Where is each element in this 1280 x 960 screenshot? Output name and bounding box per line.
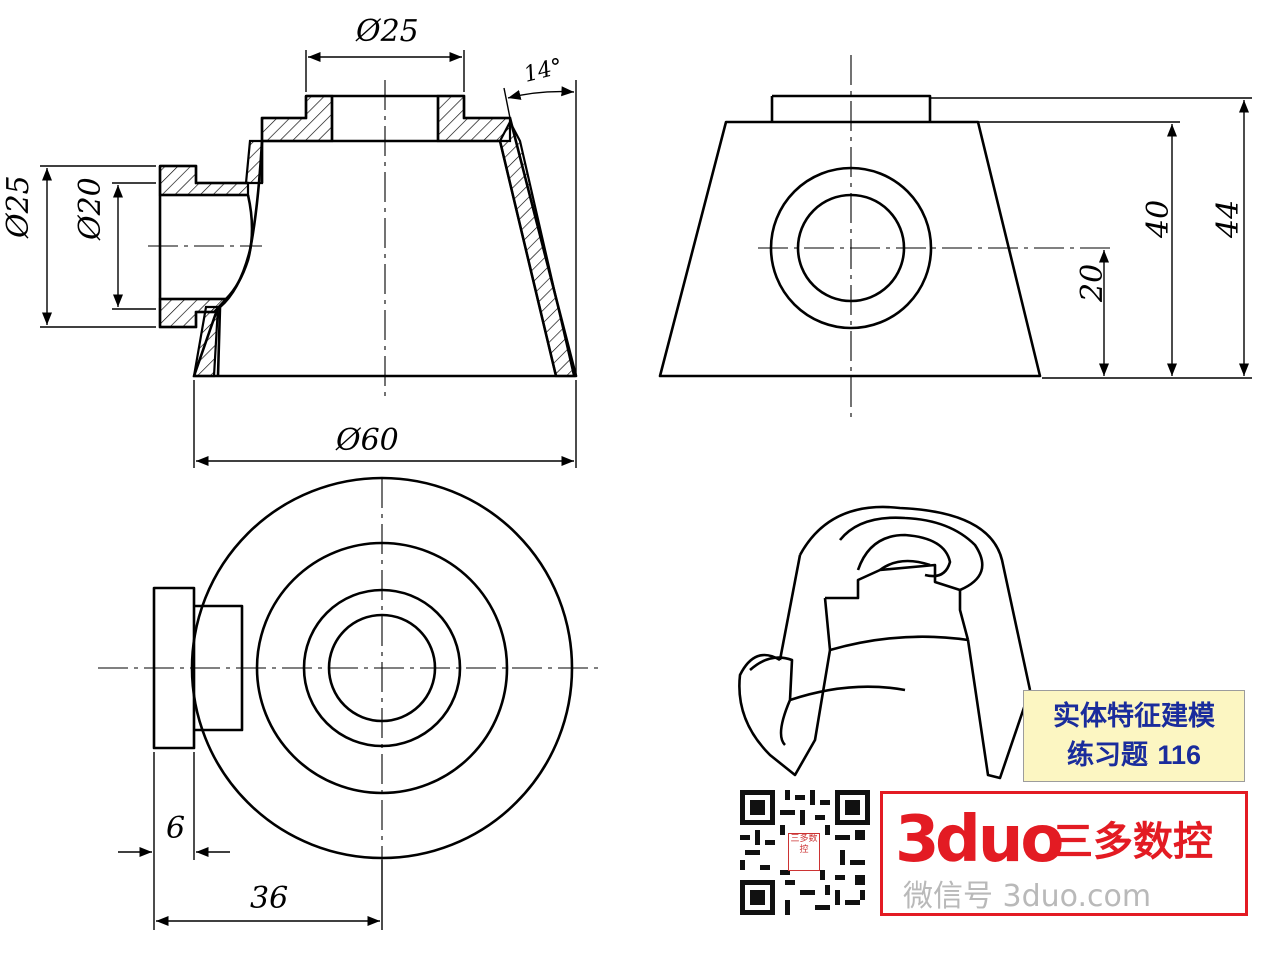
top-view: 6 36 (98, 476, 600, 930)
brand-logo-box: 3 duo 三多数控 微信号 3duo.com (880, 791, 1248, 916)
exercise-title-box: 实体特征建模 练习题 116 (1023, 690, 1245, 782)
hatch-boss-upper (158, 164, 250, 197)
side-boss-outline (158, 164, 248, 329)
brand-digit: 3 (895, 803, 940, 877)
side-top-collar (772, 94, 932, 122)
exercise-number: 116 (1157, 740, 1201, 770)
hatch-wall-right (498, 119, 576, 378)
dim-body-height: 40 (1141, 200, 1176, 239)
dim-base-diameter: Ø60 (335, 423, 399, 458)
iso-bore (856, 533, 952, 578)
iso-outer-top (798, 505, 1032, 691)
dim-boss-outer: Ø25 (1, 175, 36, 239)
iso-inner-edge (829, 635, 969, 652)
wechat-id-line: 微信号 3duo.com (903, 879, 1152, 914)
side-body-outline (658, 120, 1042, 378)
title-line-2-prefix: 练习题 (1067, 740, 1158, 771)
dim-taper-angle: 14° (521, 54, 565, 88)
dim-top-bore: Ø25 (355, 14, 419, 49)
qr-center-logo: 三多数控 (788, 833, 820, 871)
iso-boss (738, 649, 832, 777)
side-view: 20 40 44 (658, 55, 1252, 420)
boss-intersection-curve (225, 194, 254, 300)
dim-flange-thickness: 6 (166, 811, 185, 846)
dim-overall-height: 44 (1211, 200, 1246, 239)
title-line-1: 实体特征建模 (1053, 701, 1215, 732)
front-section-view: Ø25 14° Ø25 Ø20 Ø60 (1, 14, 578, 468)
title-line-2: 练习题 116 (1024, 736, 1244, 775)
isometric-cutaway-view (738, 505, 1032, 780)
iso-section-profile (825, 563, 970, 641)
top-bore-lines (330, 96, 440, 141)
iso-right-wall (966, 639, 1032, 780)
brand-chinese-name: 三多数控 (1053, 819, 1213, 865)
iso-collar-ring (838, 516, 984, 592)
dim-boss-inner: Ø20 (73, 177, 108, 241)
dim-boss-offset: 36 (250, 881, 288, 916)
inner-cone (262, 139, 558, 377)
brand-word: duo (935, 803, 1064, 877)
dim-boss-height: 20 (1075, 264, 1110, 303)
